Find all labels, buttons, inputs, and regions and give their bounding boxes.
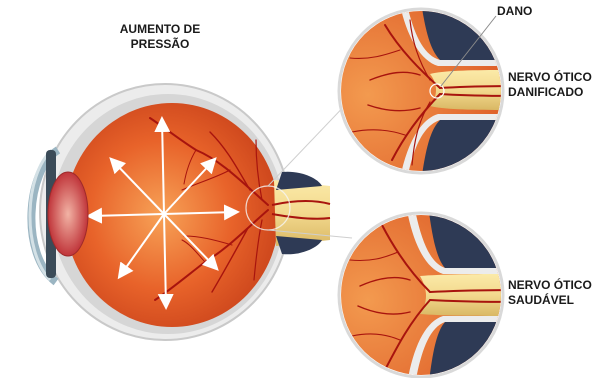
- optic-nerve: [274, 180, 330, 246]
- pressure-label: AUMENTO DE PRESSÃO: [108, 22, 212, 52]
- pressure-label-line-2: PRESSÃO: [108, 37, 212, 52]
- healthy-nerve-fiber: [420, 274, 520, 316]
- pressure-label-line-1: AUMENTO DE: [108, 22, 212, 37]
- damaged-nerve-label-line-2: DANIFICADO: [508, 85, 592, 100]
- damaged-nerve-label: NERVO ÓTICO DANIFICADO: [508, 70, 592, 100]
- eye-cross-section: [30, 84, 330, 340]
- lens: [48, 172, 88, 256]
- damaged-nerve-label-line-1: NERVO ÓTICO: [508, 70, 592, 85]
- healthy-nerve-label-line-1: NERVO ÓTICO: [508, 278, 592, 293]
- healthy-nerve-label-line-2: SAUDÁVEL: [508, 293, 592, 308]
- zoom-healthy-nerve: [330, 205, 520, 378]
- healthy-nerve-label: NERVO ÓTICO SAUDÁVEL: [508, 278, 592, 308]
- zoom-damaged-nerve: [330, 0, 520, 190]
- damage-label: DANO: [497, 4, 532, 19]
